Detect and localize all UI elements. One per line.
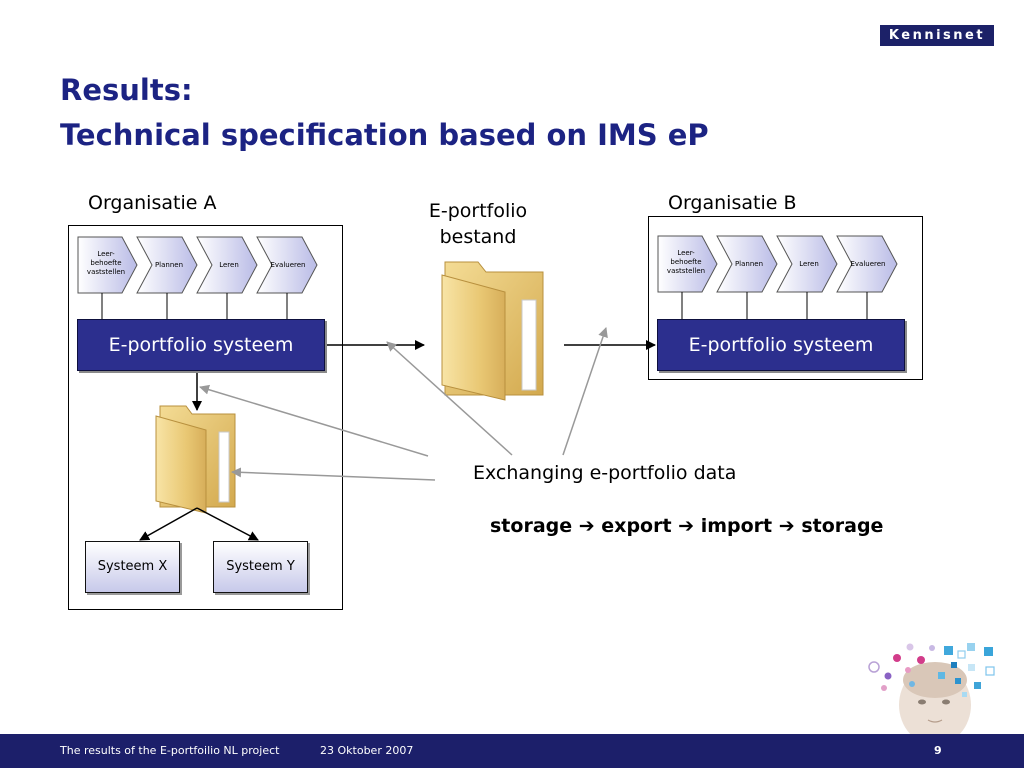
slide-title-line2: Technical specification based on IMS eP	[60, 118, 709, 152]
decorative-face-graphic	[899, 662, 971, 745]
org-b-chevron-4	[836, 235, 898, 293]
org-b-chevron-connectors	[681, 292, 868, 319]
flow-step-storage: storage	[490, 515, 573, 537]
flow-step-export: export	[601, 515, 672, 537]
systeem-y-box: Systeem Y	[213, 541, 308, 593]
org-b-step-1: Leer- behoefte vaststellen	[666, 249, 706, 275]
org-b-chevron-1	[657, 235, 718, 293]
footer-date: 23 Oktober 2007	[320, 744, 414, 757]
file-label-line1: E-portfolio	[428, 200, 528, 222]
org-a-chevron-connectors	[101, 293, 288, 319]
org-b-chevron-2	[716, 235, 778, 293]
exchange-label: Exchanging e-portfolio data	[473, 462, 737, 484]
org-b-process-chevrons	[657, 235, 898, 293]
org-a-step-2: Plannen	[154, 261, 184, 269]
flow-arrow-icon: ➔	[578, 515, 595, 537]
flow-step-import: import	[700, 515, 773, 537]
org-b-label: Organisatie B	[668, 192, 797, 214]
storage-flow: storage ➔ export ➔ import ➔ storage	[490, 513, 883, 539]
org-a-label: Organisatie A	[88, 192, 217, 214]
org-b-step-4: Evalueren	[850, 260, 886, 268]
flow-arrow-icon: ➔	[678, 515, 695, 537]
footer-bar	[0, 734, 1024, 768]
flow-arrow-icon: ➔	[778, 515, 795, 537]
org-a-process-chevrons	[77, 236, 318, 294]
subsystem-tree	[139, 507, 259, 541]
decorative-dots	[868, 643, 995, 697]
org-b-chevron-3	[776, 235, 838, 293]
org-a-chevron-3	[196, 236, 258, 294]
footer-page-number: 9	[934, 744, 942, 757]
org-a-chevron-4	[256, 236, 318, 294]
org-a-eportfolio-system: E-portfolio systeem	[77, 319, 325, 371]
central-folder-icon	[441, 261, 544, 401]
footer-title: The results of the E-portfoilio NL proje…	[60, 744, 280, 757]
org-a-step-3: Leren	[219, 261, 239, 269]
org-a-step-1: Leer- behoefte vaststellen	[86, 250, 126, 276]
org-b-eportfolio-system: E-portfolio systeem	[657, 319, 905, 371]
org-a-chevron-1	[77, 236, 138, 294]
org-b-step-3: Leren	[799, 260, 819, 268]
flow-step-storage-final: storage	[801, 515, 884, 537]
org-a-step-4: Evalueren	[270, 261, 306, 269]
exchange-pointer-arrows	[199, 327, 608, 481]
org-a-chevron-2	[136, 236, 198, 294]
file-label-line2: bestand	[439, 226, 517, 248]
org-a-folder-icon	[155, 405, 236, 514]
slide-title-line1: Results:	[60, 73, 193, 107]
kennisnet-logo: Kennisnet	[880, 25, 994, 46]
systeem-x-box: Systeem X	[85, 541, 180, 593]
org-b-step-2: Plannen	[734, 260, 764, 268]
